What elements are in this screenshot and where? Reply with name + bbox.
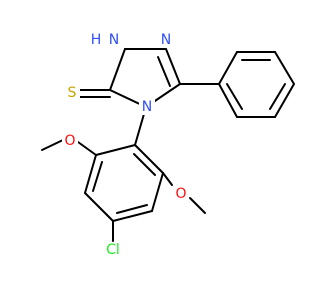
bond-ar-2 [84,154,97,194]
bond-o-left-me [41,139,64,151]
atom-cl: Cl [106,242,120,258]
atom-labels: H N N N S O O Cl [62,32,189,258]
bond-ar-o-left [77,141,97,156]
bond-ph-double-c [226,83,243,110]
bond-ph-6 [218,83,238,118]
bond-ar-double-c [133,153,156,176]
bond-ar-o-right [162,172,173,186]
bond-ar-1 [95,144,136,156]
bond-ar-5 [151,172,164,212]
bond-ph-3 [274,51,295,85]
bond-ph-double-b [269,83,286,110]
bond-ar-4 [112,210,153,222]
atom-h: H [91,32,102,48]
bond-c3-n1 [109,48,126,91]
bond-o-right-me [189,197,206,214]
atom-n1: N [109,32,119,48]
bond-ar-double-b [116,204,148,214]
bond-ar-3 [84,192,114,222]
atom-n4: N [142,99,152,115]
atom-n2: N [161,32,171,48]
bond-ar-double-a [92,161,103,192]
bond-ph-4 [274,83,295,118]
bonds [41,48,295,242]
bond-n2-c5-double [157,56,171,87]
bond-n2-c5 [165,48,181,85]
atom-o-right: O [175,186,186,202]
atom-o-left: O [64,133,75,149]
bond-ar-6 [134,144,164,174]
atom-s: S [68,85,77,101]
bond-ph-1 [218,51,238,85]
molecule-structure: H N N N S O O Cl [41,32,295,258]
